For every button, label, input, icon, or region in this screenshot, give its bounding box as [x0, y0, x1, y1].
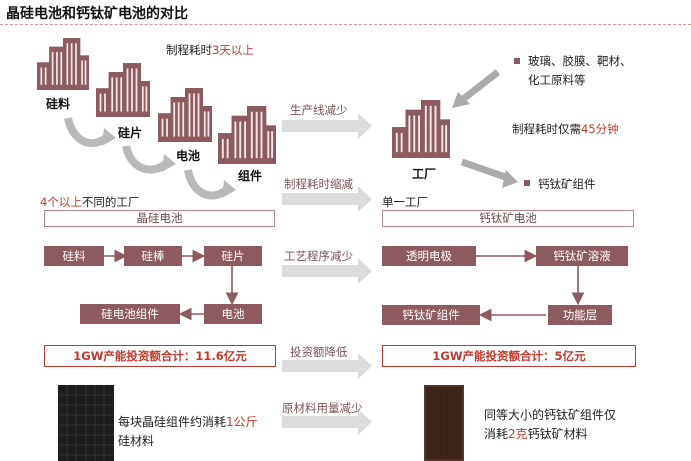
- single-factory-label: 单一工厂: [382, 195, 428, 209]
- step-wafer: 硅片: [204, 246, 262, 266]
- right-investment-total: 1GW产能投资额合计：5亿元: [382, 345, 636, 367]
- page-title: 晶硅电池和钙钛矿电池的对比: [6, 6, 188, 22]
- step-perovskite-module: 钙钛矿组件: [382, 305, 480, 325]
- banner-crystalline-silicon: 晶硅电池: [44, 210, 275, 227]
- building-label-silicon-material: 硅料: [46, 97, 71, 111]
- arrow-label-fewer-steps: 工艺程序减少: [284, 249, 353, 263]
- title-divider: [0, 24, 691, 25]
- right-process-time: 制程耗时仅需45分钟: [512, 122, 619, 136]
- left-factory-count: 4个以上不同的工厂: [40, 195, 140, 209]
- step-silicon-material: 硅料: [44, 246, 104, 266]
- step-silicon-module: 硅电池组件: [80, 304, 180, 324]
- arrow-label-lower-investment: 投资额降低: [290, 345, 348, 359]
- step-cell: 电池: [204, 304, 262, 324]
- building-label-wafer: 硅片: [118, 126, 143, 140]
- inputs-line-2: 化工原料等: [528, 73, 586, 87]
- left-material-usage: 每块晶硅组件约消耗1公斤 硅材料: [118, 415, 258, 448]
- arrow-label-less-material: 原材料用量减少: [282, 401, 363, 415]
- left-process-time: 制程耗时3天以上: [166, 43, 254, 57]
- arrow-label-shorter-time: 制程耗时缩减: [284, 177, 353, 191]
- step-transparent-electrode: 透明电极: [382, 246, 476, 266]
- perovskite-panel-image: [424, 385, 464, 461]
- right-material-usage: 同等大小的钙钛矿组件仅 消耗2克钙钛矿材料: [484, 408, 617, 441]
- building-label-module: 组件: [238, 169, 263, 183]
- step-functional-layer: 功能层: [548, 305, 612, 325]
- inputs-line-1: 玻璃、胶膜、靶材、: [528, 54, 632, 68]
- step-silicon-ingot: 硅棒: [124, 246, 182, 266]
- step-perovskite-solution: 钙钛矿溶液: [536, 246, 628, 266]
- output-perovskite-module: 钙钛矿组件: [538, 177, 596, 191]
- building-label-cell: 电池: [176, 149, 201, 163]
- crystalline-panel-image: [58, 385, 114, 461]
- left-investment-total: 1GW产能投资额合计：11.6亿元: [44, 345, 276, 367]
- arrow-label-fewer-lines: 生产线减少: [290, 103, 348, 117]
- factory-label: 工厂: [412, 167, 437, 181]
- banner-perovskite: 钙钛矿电池: [382, 210, 634, 227]
